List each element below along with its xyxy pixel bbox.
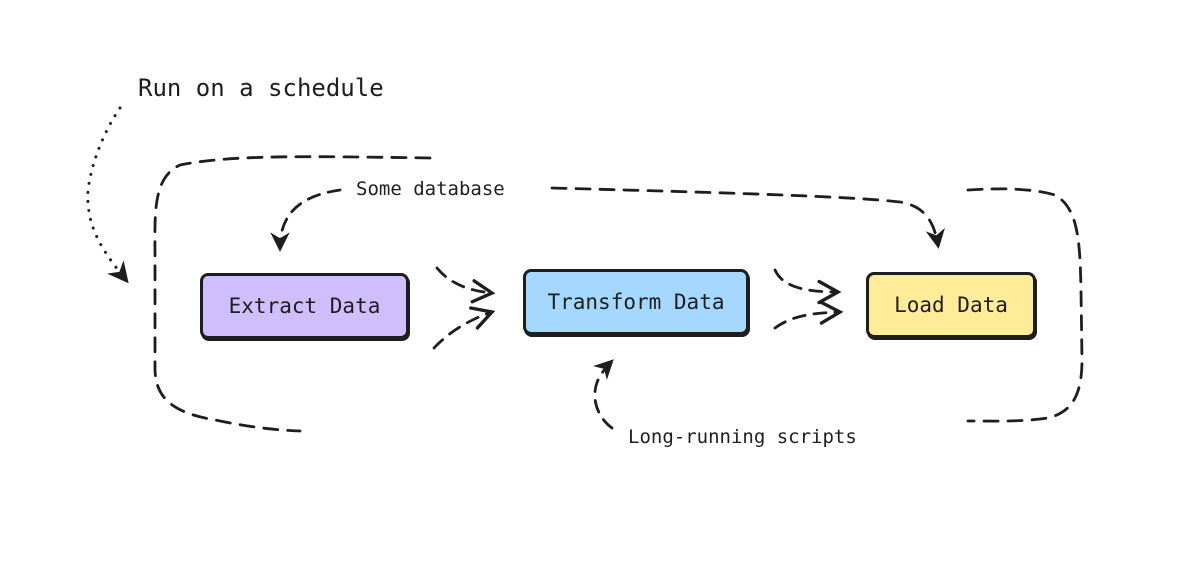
transform-data-node: Transform Data bbox=[523, 269, 749, 335]
extract-data-node: Extract Data bbox=[200, 273, 409, 339]
database-arrow-to-extract bbox=[270, 188, 342, 252]
scripts-arrow-to-transform bbox=[592, 359, 614, 430]
database-annotation: Some database bbox=[356, 178, 505, 200]
load-data-node: Load Data bbox=[866, 272, 1036, 338]
database-arrow-to-load bbox=[550, 186, 945, 249]
scripts-annotation: Long-running scripts bbox=[628, 426, 857, 448]
extract-to-transform-arrow-lower bbox=[432, 306, 496, 350]
schedule-annotation: Run on a schedule bbox=[138, 74, 384, 102]
schedule-arrow bbox=[86, 106, 129, 284]
transform-to-load-arrow-lower bbox=[773, 300, 844, 330]
transform-to-load-arrow-upper bbox=[773, 268, 842, 305]
loop-bracket-right bbox=[966, 187, 1084, 423]
loop-bracket-left bbox=[153, 155, 432, 433]
extract-to-transform-arrow-upper bbox=[435, 266, 496, 304]
